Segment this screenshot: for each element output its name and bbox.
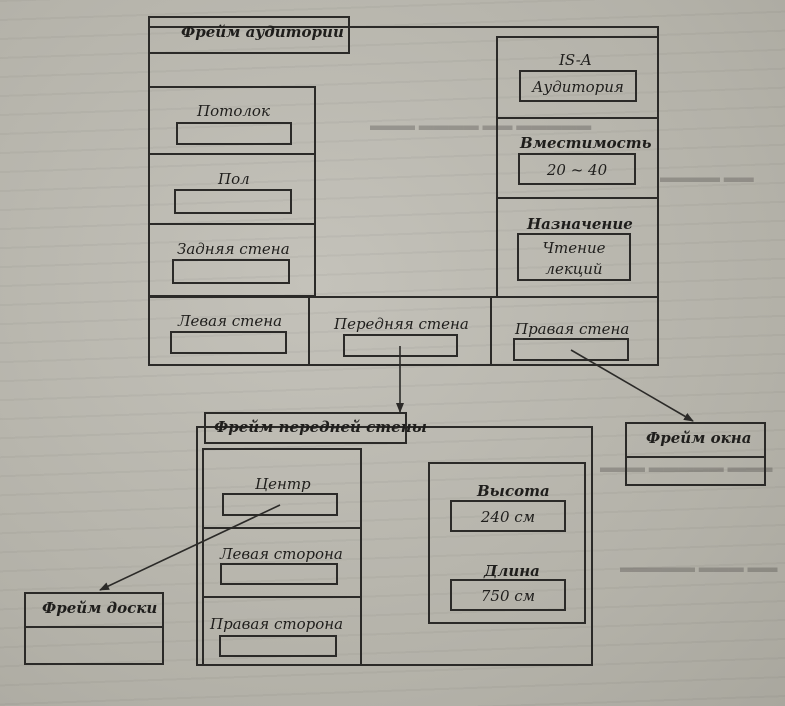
purpose-value-line1: Чтение xyxy=(542,239,606,257)
length-label: Длина xyxy=(484,562,540,580)
divider xyxy=(496,117,659,119)
window-frame xyxy=(625,422,766,486)
window-frame-title: Фрейм окна xyxy=(646,429,752,447)
front-wall-frame-title-box xyxy=(204,412,407,444)
back-wall-slot xyxy=(172,259,290,284)
center-slot xyxy=(222,493,338,516)
capacity-value: 20 ~ 40 xyxy=(546,161,608,179)
is-a-value: Аудитория xyxy=(532,78,624,96)
is-a-slot xyxy=(519,70,637,102)
front-wall-left-column xyxy=(202,448,362,666)
ceiling-slot xyxy=(176,122,292,145)
floor-label: Пол xyxy=(218,170,250,188)
center-label: Центр xyxy=(255,475,311,493)
right-wall-label: Правая стена xyxy=(515,320,630,338)
background-print: ▬▬▬▬▬ ▬▬▬ ▬▬ xyxy=(620,560,778,576)
left-wall-slot xyxy=(170,331,287,354)
background-print: ▬▬▬ ▬▬▬▬▬ ▬▬▬ xyxy=(600,460,773,476)
board-frame-title: Фрейм доски xyxy=(42,599,158,617)
capacity-label: Вместимость xyxy=(520,134,652,152)
arrow-right-wall-to-window xyxy=(570,349,694,422)
divider xyxy=(202,527,362,529)
background-print: ▬▬▬▬ ▬▬ xyxy=(660,170,754,186)
right-wall-slot xyxy=(513,338,629,361)
right-side-label: Правая сторона xyxy=(210,615,344,633)
divider xyxy=(496,197,659,199)
divider xyxy=(625,456,766,458)
left-side-slot xyxy=(220,563,338,585)
front-wall-frame xyxy=(196,426,593,666)
divider xyxy=(148,223,316,225)
left-wall-label: Левая стена xyxy=(178,312,283,330)
left-side-label: Левая сторона xyxy=(220,545,343,563)
front-wall-right-column xyxy=(428,462,586,624)
back-wall-label: Задняя стена xyxy=(177,240,290,258)
purpose-label: Назначение xyxy=(527,215,633,233)
room-frame-title: Фрейм аудитории xyxy=(181,23,344,41)
front-wall-frame-title: Фрейм передней стены xyxy=(214,418,427,436)
background-print: ▬▬▬ ▬▬▬▬ ▬▬ ▬▬▬▬▬ xyxy=(370,118,592,134)
arrow-center-to-board xyxy=(99,504,281,591)
purpose-slot xyxy=(517,233,631,281)
height-value: 240 см xyxy=(480,508,536,526)
is-a-label: IS-A xyxy=(559,51,592,69)
capacity-slot xyxy=(518,153,636,185)
ceiling-label: Потолок xyxy=(197,102,270,120)
length-value: 750 см xyxy=(480,587,536,605)
divider xyxy=(202,596,362,598)
divider xyxy=(490,296,492,366)
front-wall-label: Передняя стена xyxy=(334,315,469,333)
right-side-slot xyxy=(219,635,337,657)
purpose-value-line2: лекций xyxy=(545,260,603,278)
height-label: Высота xyxy=(477,482,550,500)
divider xyxy=(148,296,659,298)
divider xyxy=(24,626,164,628)
divider xyxy=(148,153,316,155)
room-frame-title-box xyxy=(148,16,350,54)
length-slot xyxy=(450,579,566,611)
board-frame xyxy=(24,592,164,665)
floor-slot xyxy=(174,189,292,214)
height-slot xyxy=(450,500,566,532)
divider xyxy=(308,296,310,366)
